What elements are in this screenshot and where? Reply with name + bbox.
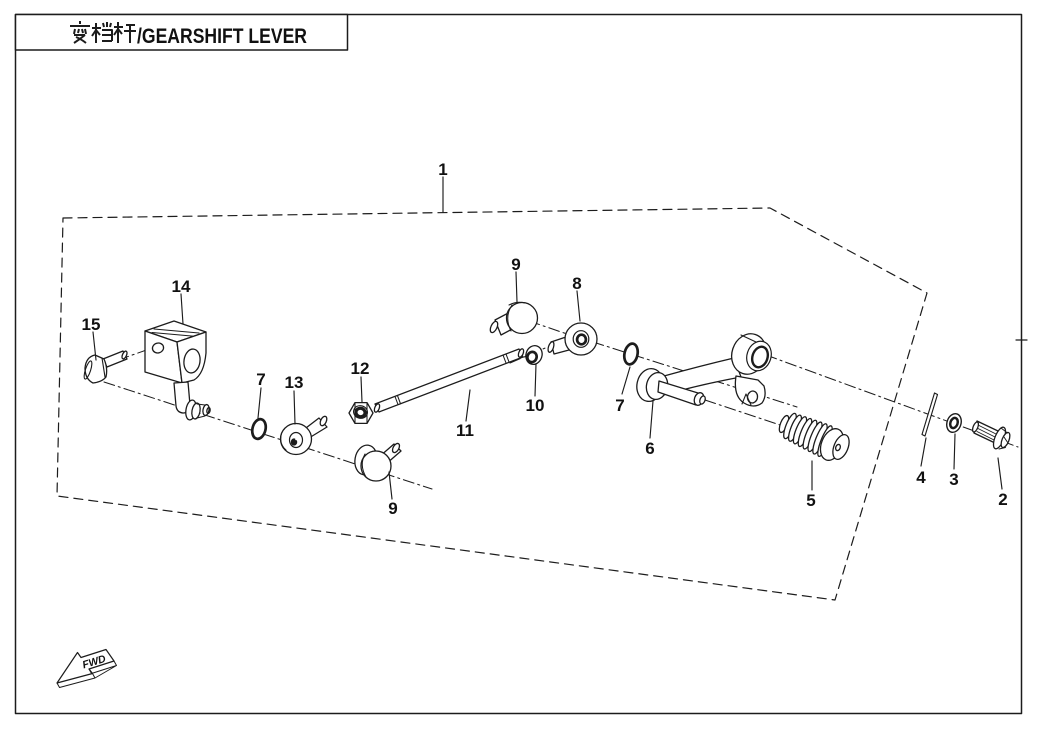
callout-4: 4 <box>916 468 926 487</box>
callout-5: 5 <box>806 491 815 510</box>
lever-boss-bore <box>750 345 770 369</box>
callout-1: 1 <box>438 160 447 179</box>
part-9-ball-bottom <box>354 442 402 482</box>
callout-7-left: 7 <box>256 370 265 389</box>
fwd-arrow <box>56 648 117 688</box>
centerline-footpeg-axis <box>704 399 793 430</box>
part-7-oring-right <box>622 342 640 366</box>
part-8-eye-end <box>547 322 598 356</box>
callout-8: 8 <box>572 274 581 293</box>
lever-clamp-hole <box>746 390 759 404</box>
part-11-rod <box>373 348 525 413</box>
callout-6: 6 <box>645 439 654 458</box>
part-5-footpeg <box>778 412 850 461</box>
callout-13: 13 <box>285 373 304 392</box>
callout-9-bottom: 9 <box>388 499 397 518</box>
callout-11: 11 <box>456 421 474 440</box>
leader-lines <box>92 176 1003 500</box>
part-3-washer <box>946 413 962 433</box>
part-15-bolt <box>83 350 128 384</box>
callout-14: 14 <box>172 277 191 296</box>
part-4-pin <box>921 392 939 437</box>
part-2-bolt <box>971 420 1011 450</box>
part-7-oring-left <box>250 417 268 441</box>
title-box <box>14 13 349 51</box>
part-9-ball-top <box>489 301 539 336</box>
centerline-bolt2-axis <box>765 354 1019 448</box>
callout-12: 12 <box>351 359 370 378</box>
part-14-bracket <box>144 320 211 421</box>
callout-labels: 1 2 3 4 5 6 7 7 8 9 9 10 11 12 13 14 15 … <box>81 24 1008 671</box>
fwd-label: FWD <box>81 653 108 672</box>
bracket-bolt-hole <box>151 342 165 354</box>
bracket-bore <box>183 348 201 374</box>
callout-2: 2 <box>998 490 1007 509</box>
callout-9-top: 9 <box>511 255 520 274</box>
title-cjk-glyphs <box>70 21 136 44</box>
part-10-bushing <box>525 344 543 366</box>
part-13-ball-joint <box>279 415 328 456</box>
part-6-lever <box>636 333 772 407</box>
callout-10: 10 <box>526 396 545 415</box>
callout-3: 3 <box>949 470 958 489</box>
callout-15: 15 <box>82 315 101 334</box>
page-border <box>14 13 1023 715</box>
title-latin: /GEARSHIFT LEVER <box>137 24 307 48</box>
assembly-boundary <box>56 207 928 601</box>
part-12-nut <box>348 401 374 425</box>
callout-7-right: 7 <box>615 396 624 415</box>
